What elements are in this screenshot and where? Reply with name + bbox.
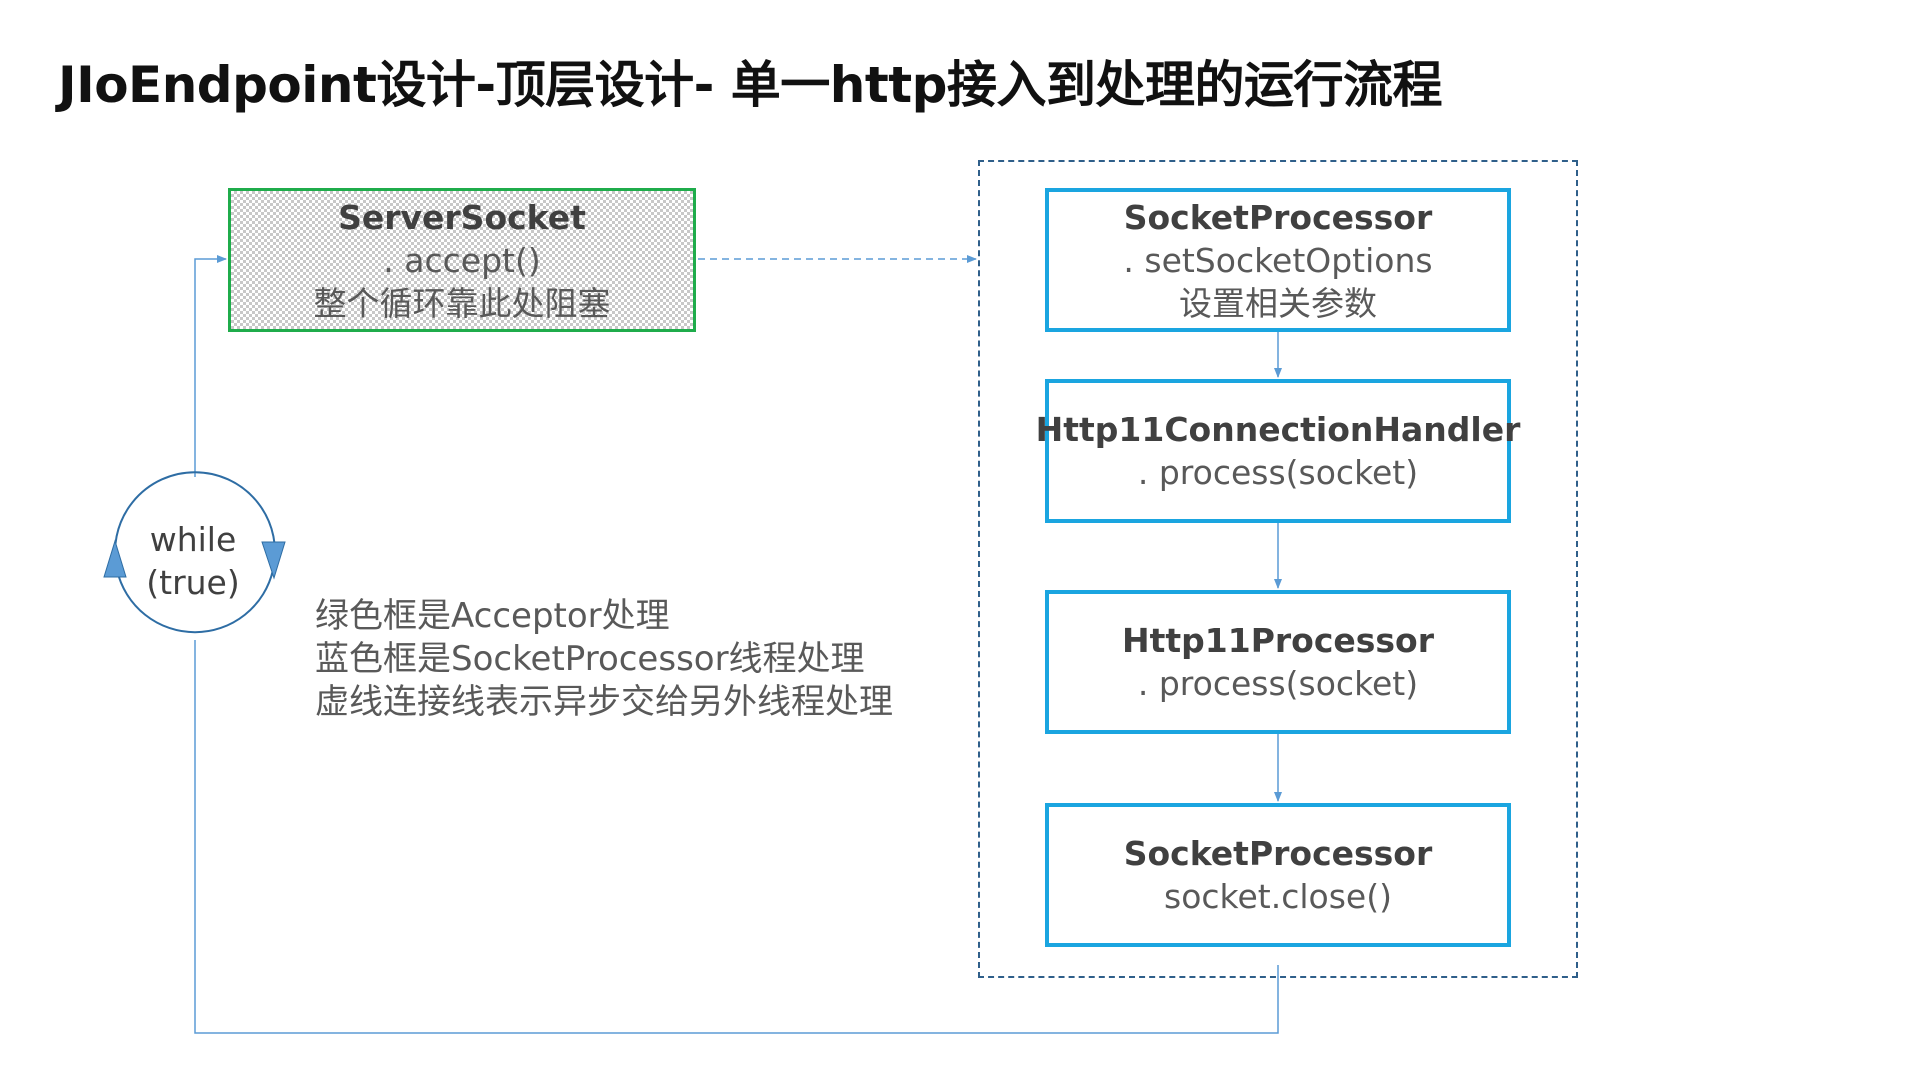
worker-note: 设置相关参数 bbox=[1179, 283, 1377, 323]
http11-connection-handler-box: Http11ConnectionHandler . process(socket… bbox=[1036, 379, 1520, 523]
legend-line-blue: 蓝色框是SocketProcessor线程处理 bbox=[315, 639, 865, 679]
worker-name: SocketProcessor bbox=[1123, 834, 1433, 873]
legend-line-dashed: 虚线连接线表示异步交给另外线程处理 bbox=[315, 682, 893, 722]
socket-processor-thread-group bbox=[978, 160, 1578, 978]
worker-method: . process(socket) bbox=[1137, 664, 1419, 703]
loop-line-1: while bbox=[149, 520, 237, 559]
acceptor-method: . accept() bbox=[383, 240, 541, 280]
legend-note: 绿色框是Acceptor处理 蓝色框是SocketProcessor线程处理 虚… bbox=[315, 595, 893, 724]
loop-arrowhead-left bbox=[103, 539, 127, 578]
socket-processor-close-box: SocketProcessor socket.close() bbox=[1045, 803, 1511, 947]
server-socket-box: ServerSocket . accept() 整个循环靠此处阻塞 bbox=[228, 188, 696, 332]
worker-method: . setSocketOptions bbox=[1123, 240, 1433, 280]
worker-method: socket.close() bbox=[1164, 877, 1392, 916]
socket-processor-setup-box: SocketProcessor . setSocketOptions 设置相关参… bbox=[1045, 188, 1511, 332]
worker-name: Http11Processor bbox=[1121, 621, 1435, 660]
worker-name: Http11ConnectionHandler bbox=[1035, 410, 1521, 449]
legend-line-green: 绿色框是Acceptor处理 bbox=[315, 596, 670, 636]
acceptor-note: 整个循环靠此处阻塞 bbox=[313, 283, 611, 323]
while-true-label: while (true) bbox=[138, 518, 248, 604]
acceptor-name: ServerSocket bbox=[338, 197, 586, 237]
worker-name: SocketProcessor bbox=[1123, 197, 1433, 237]
loop-line-2: (true) bbox=[146, 563, 240, 602]
worker-method: . process(socket) bbox=[1137, 453, 1419, 492]
loop-up-line bbox=[194, 255, 227, 477]
page-title: JIoEndpoint设计-顶层设计- 单一http接入到处理的运行流程 bbox=[58, 56, 1442, 114]
http11-processor-box: Http11Processor . process(socket) bbox=[1045, 590, 1511, 734]
loop-arrowhead-right bbox=[261, 541, 286, 580]
